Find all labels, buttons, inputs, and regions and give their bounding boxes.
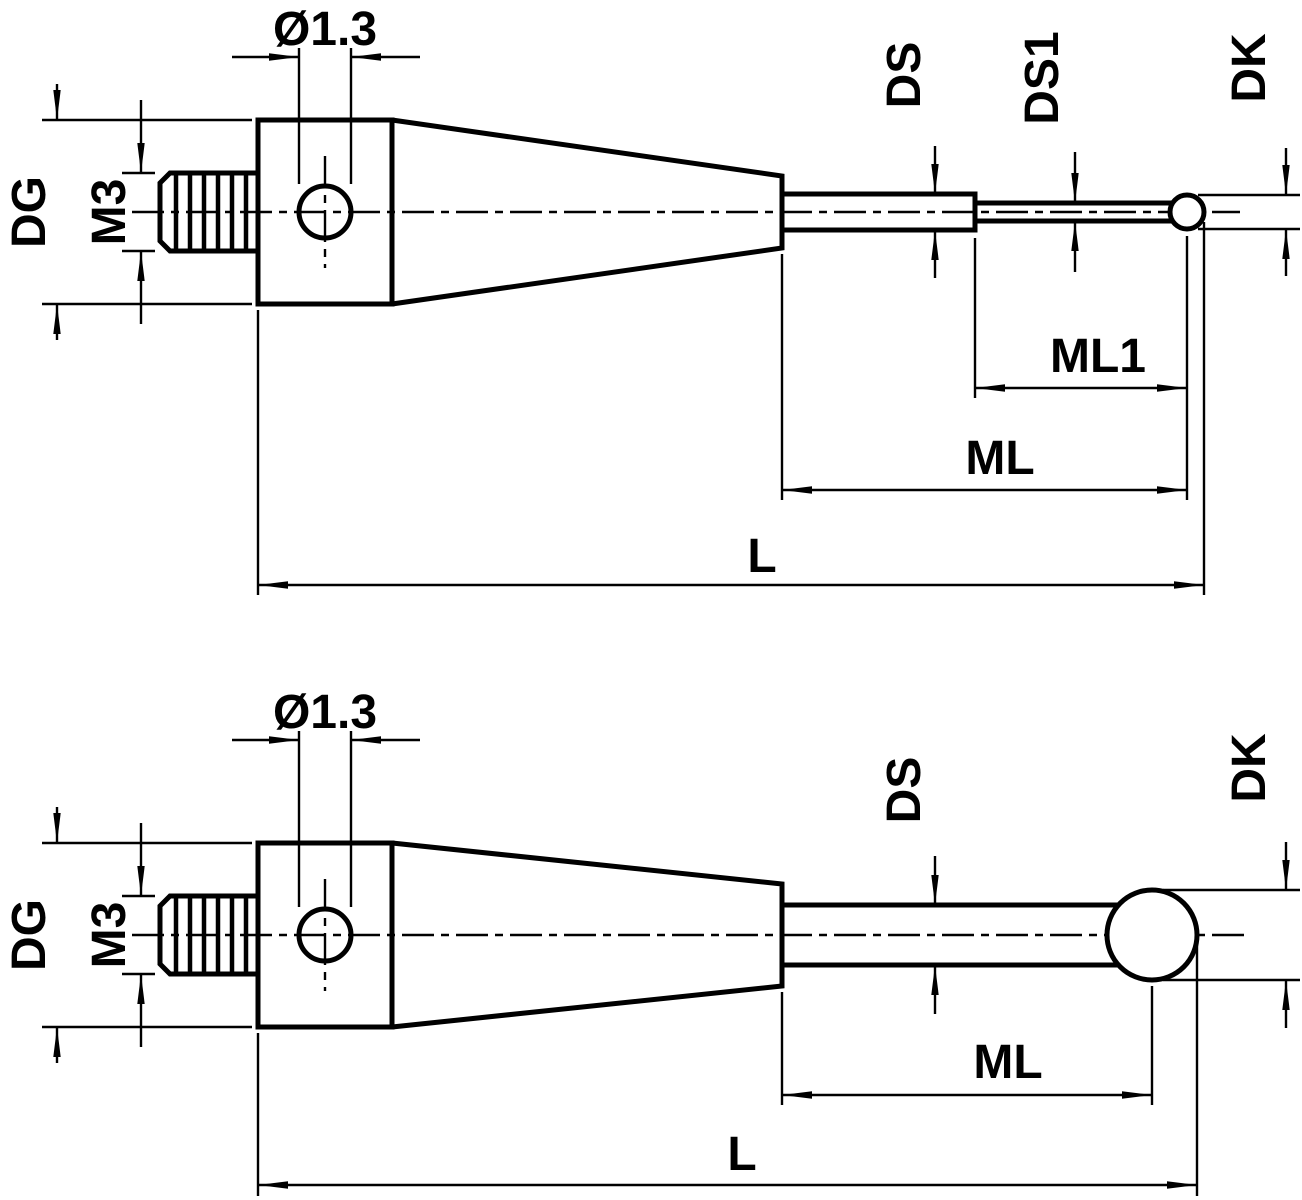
dim-measuring-length-bottom: ML: [780, 986, 1154, 1105]
dim-label-shank-diameter-bottom: DG: [3, 899, 56, 971]
dim-label-hole-diameter-top: Ø1.3: [273, 3, 377, 56]
dim-stem-diameter-bottom: DS: [878, 757, 939, 1014]
dim-stem-diameter-top: DS: [878, 42, 939, 278]
dim-label-thread-top: M3: [83, 179, 136, 246]
ball-tip-top: [1167, 192, 1207, 232]
dim-overall-length-top: L: [256, 222, 1206, 595]
dim-label-measuring-length-bottom: ML: [973, 1036, 1042, 1089]
dim-label-overall-length-top: L: [747, 530, 776, 583]
shank-body-top: [255, 117, 395, 307]
dim-shank-diameter-bottom: DG: [3, 807, 252, 1063]
dim-hole-diameter-top: Ø1.3: [232, 3, 420, 184]
ball-tip-bottom: [1104, 887, 1200, 983]
dim-shank-diameter-top: DG: [3, 84, 252, 340]
cross-hole-bottom: [296, 906, 354, 964]
stylus-bottom-view: Ø1.3 DG M3 DS: [3, 686, 1300, 1196]
dim-label-ball-diameter-top: DK: [1223, 33, 1276, 103]
dim-ball-diameter-bottom: DK: [1163, 733, 1300, 1028]
dim-label-stem-diameter-top: DS: [878, 42, 931, 109]
dim-thread-top: M3: [83, 100, 155, 324]
dim-tip-stem-length-top: ML1: [973, 236, 1189, 500]
dim-thread-bottom: M3: [83, 823, 155, 1047]
cross-hole-top: [296, 183, 354, 241]
shank-body-bottom: [255, 840, 395, 1030]
stylus-top-view: Ø1.3 DG M3 DS: [3, 3, 1300, 595]
dim-label-hole-diameter-bottom: Ø1.3: [273, 686, 377, 739]
dim-label-measuring-length-top: ML: [965, 432, 1034, 485]
stem-ds-top: [782, 191, 978, 233]
dim-hole-diameter-bottom: Ø1.3: [232, 686, 420, 907]
dim-measuring-length-top: ML: [780, 254, 1187, 500]
dim-label-thread-bottom: M3: [83, 902, 136, 969]
dim-label-shank-diameter-top: DG: [3, 176, 56, 248]
dim-ball-diameter-top: DK: [1198, 33, 1300, 276]
dim-label-ball-diameter-bottom: DK: [1223, 733, 1276, 803]
dim-stem-tip-diameter-top: DS1: [1016, 31, 1079, 272]
taper-cone-bottom: [391, 840, 785, 1030]
dim-label-tip-stem-length-top: ML1: [1050, 330, 1146, 383]
dim-label-overall-length-bottom: L: [727, 1128, 756, 1181]
taper-cone-top: [391, 117, 785, 307]
dim-label-stem-tip-diameter-top: DS1: [1016, 31, 1069, 124]
stem-ds-bottom: [782, 902, 1120, 968]
dim-overall-length-bottom: L: [256, 944, 1199, 1196]
dim-label-stem-diameter-bottom: DS: [878, 757, 931, 824]
